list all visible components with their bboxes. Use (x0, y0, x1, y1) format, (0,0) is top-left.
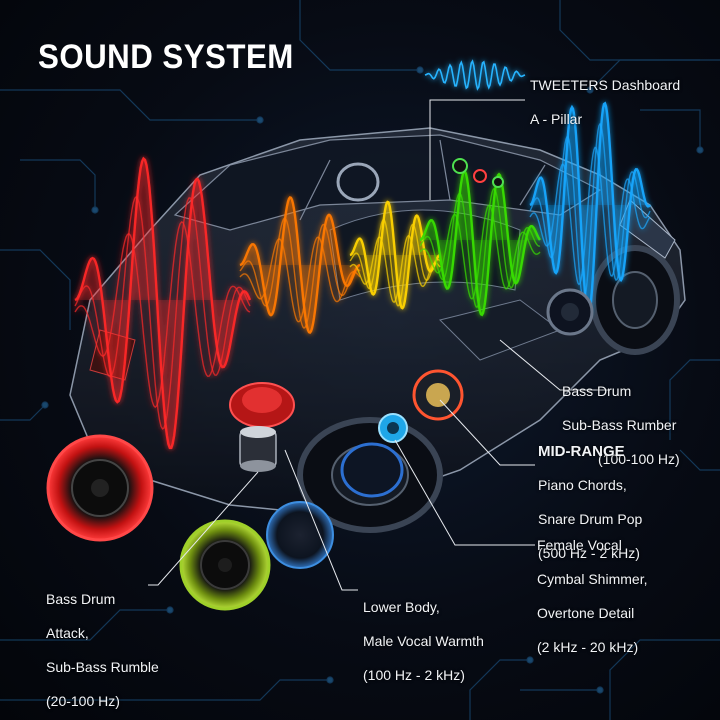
circuit-trace (0, 89, 260, 121)
subwoofer-speaker-icon (46, 434, 154, 542)
sound-wave-band (74, 221, 251, 409)
circuit-node (41, 401, 49, 409)
lower-line-3: (100 Hz - 2 kHz) (363, 667, 465, 683)
circuit-node (596, 686, 604, 694)
circuit-trace (469, 659, 530, 720)
bass-left-line-2: Attack, (46, 625, 89, 641)
circuit-trace (679, 449, 720, 471)
circuit-node (91, 206, 99, 214)
midrange-heading: MID-RANGE (538, 443, 625, 460)
leader-lines (148, 99, 610, 591)
circuit-node (526, 656, 534, 664)
sound-wave-band (74, 195, 251, 430)
circuit-trace (640, 109, 701, 150)
bass-left-line-3: Sub-Bass Rumble (46, 659, 159, 675)
female-line-1: Female Vocal (537, 537, 622, 553)
tweeter-icon (452, 158, 504, 188)
circuit-trace (299, 0, 420, 71)
circuit-node (166, 606, 174, 614)
page-title: SOUND SYSTEM (38, 38, 294, 76)
circuit-node (586, 86, 594, 94)
sound-wave-icon (424, 59, 526, 91)
female-line-4: (2 kHz - 20 kHz) (537, 639, 639, 655)
bass-left-line-4: (20-100 Hz) (46, 693, 120, 709)
bass-left-line-1: Bass Drum (46, 591, 116, 607)
circuit-node (256, 116, 264, 124)
sound-wave-band (419, 187, 541, 309)
female-line-2: Cymbal Shimmer, (537, 571, 648, 587)
sound-wave-band (419, 170, 541, 317)
female-line-3: Overtone Detail (537, 605, 635, 621)
lower-line-2: Male Vocal Warmth (363, 633, 484, 649)
circuit-node (416, 66, 424, 74)
sound-wave-line (424, 59, 526, 91)
circuit-trace (609, 639, 720, 720)
car-outline-icon (69, 127, 686, 533)
midrange-label: MID-RANGE Piano Chords, Snare Drum Pop (… (538, 426, 642, 562)
circuit-trace (0, 679, 330, 701)
sound-wave-band (239, 217, 361, 329)
bass-top-label: Bass Drum Sub-Bass Rumber (100-100 Hz) (562, 366, 680, 468)
tweeters-line-1: TWEETERS Dashboard (530, 77, 681, 93)
midrange-line-3: (500 Hz - 2 kHz) (538, 545, 640, 561)
sound-wave-band (529, 122, 651, 301)
bass-top-line-1: Bass Drum (562, 383, 632, 399)
circuit-node (696, 146, 704, 154)
midrange-line-1: Piano Chords, (538, 477, 627, 493)
sound-wave-band (349, 234, 441, 303)
sound-wave-band (239, 236, 361, 323)
circuit-trace (0, 404, 46, 421)
bass-top-line-2: Sub-Bass Rumber (562, 417, 677, 433)
woofer-speaker-icon (179, 501, 334, 611)
midrange-line-2: Snare Drum Pop (538, 511, 643, 527)
circuit-node (326, 676, 334, 684)
circuit-trace (0, 249, 71, 330)
lower-line-1: Lower Body, (363, 599, 440, 615)
female-vocal-label: Female Vocal Cymbal Shimmer, Overtone De… (537, 520, 647, 656)
tweeters-line-2: A - Pillar (530, 111, 583, 127)
sound-wave-bands (74, 101, 651, 450)
circuit-trace (559, 0, 700, 61)
tweeters-label: TWEETERS Dashboard A - Pillar (530, 60, 680, 128)
sound-wave-band (529, 146, 651, 286)
sound-wave-band (349, 218, 441, 307)
bass-top-line-3: (100-100 Hz) (598, 451, 680, 467)
circuit-trace (20, 159, 96, 210)
lower-body-label: Lower Body, Male Vocal Warmth (100 Hz - … (363, 582, 484, 684)
circuit-trace (0, 609, 170, 641)
bass-left-label: Bass Drum Attack, Sub-Bass Rumble (20-10… (46, 574, 159, 710)
midrange-speaker-icon (229, 288, 594, 498)
circuit-trace (669, 359, 720, 440)
sound-wave-band (419, 204, 541, 300)
